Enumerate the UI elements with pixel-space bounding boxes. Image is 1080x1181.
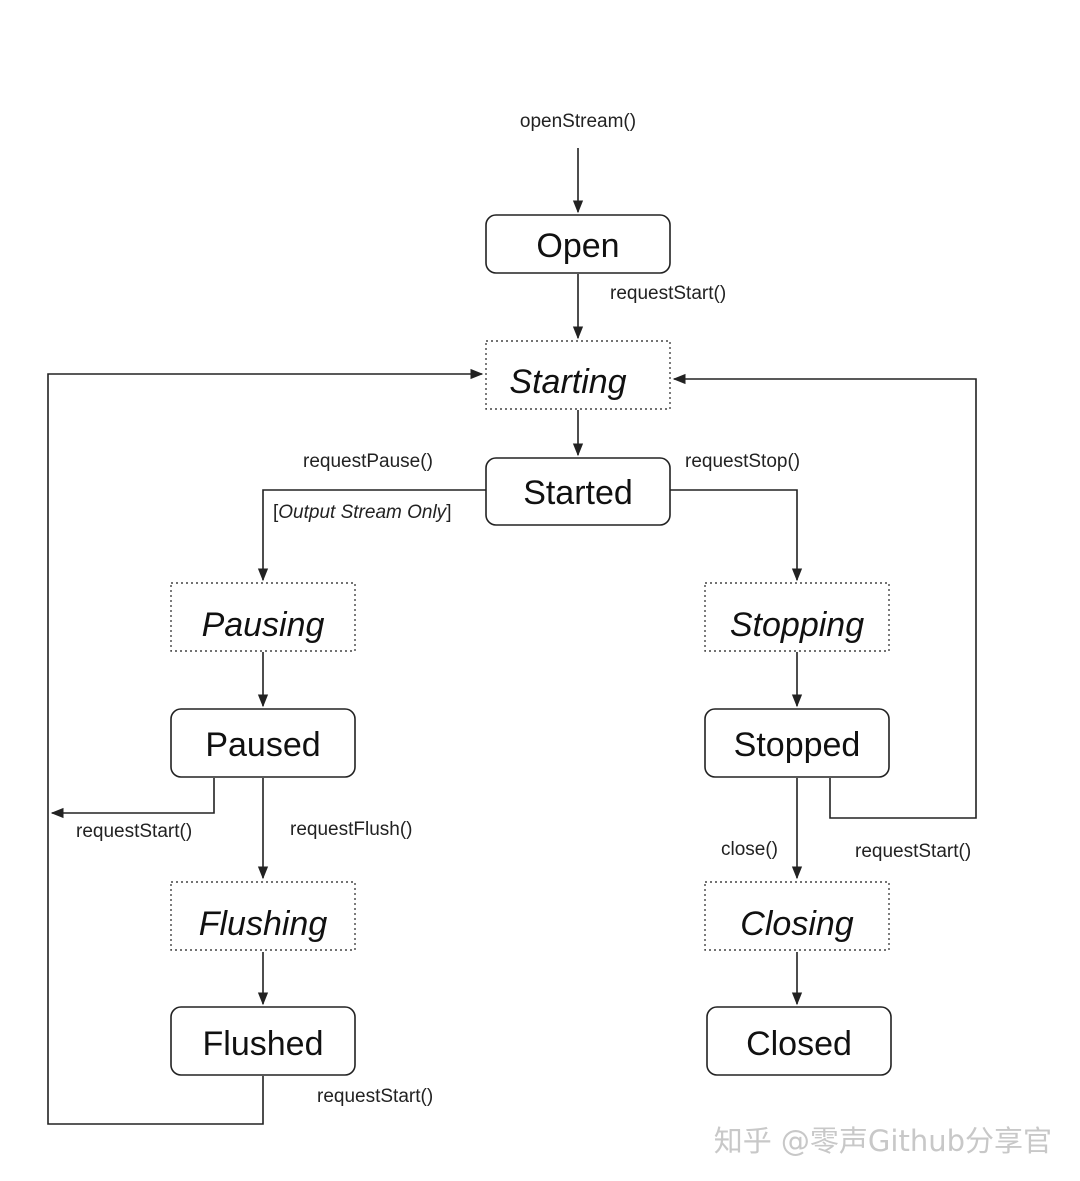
state-pausing-label: Pausing [202,606,325,644]
state-flushed-label: Flushed [203,1025,324,1063]
label-open-to-starting: requestStart() [610,283,726,304]
state-stopped: Stopped [704,708,890,778]
edge-paused-to-starting [50,778,215,819]
state-flushing: Flushing [170,881,356,951]
label-output-stream-only: [Output Stream Only] [273,502,451,523]
label-paused-to-starting: requestStart() [76,821,192,842]
state-started-label: Started [523,474,633,512]
label-paused-to-flushing: requestFlush() [290,819,413,840]
label-started-to-stopping: requestStop() [685,451,800,472]
label-open-stream: openStream() [520,111,636,132]
state-closed: Closed [706,1006,892,1076]
state-flushed: Flushed [170,1006,356,1076]
state-closing-label: Closing [740,905,853,943]
label-output-only-text: Output Stream Only [278,502,447,523]
state-pausing: Pausing [170,582,356,652]
label-flushed-to-starting: requestStart() [317,1086,433,1107]
state-paused: Paused [170,708,356,778]
state-closed-label: Closed [746,1025,852,1063]
state-stopping-label: Stopping [730,606,864,644]
edges [47,148,977,1125]
state-open-label: Open [536,227,619,265]
edge-started-to-stopping [670,489,803,582]
state-stopping: Stopping [704,582,890,652]
state-flushing-label: Flushing [199,905,328,943]
label-started-to-pausing: requestPause() [303,451,433,472]
state-starting: Starting [485,340,671,410]
state-closing: Closing [704,881,890,951]
label-stopped-to-closing: close() [721,839,778,860]
state-started: Started [485,457,671,526]
state-stopped-label: Stopped [734,726,861,764]
state-starting-label: Starting [509,363,626,401]
label-output-only-close: ] [446,502,451,523]
label-output-only-open: [ [273,502,279,523]
state-paused-label: Paused [205,726,320,764]
label-stopped-to-starting: requestStart() [855,841,971,862]
watermark: 知乎 @零声Github分享官 [713,1124,1052,1158]
edge-flushed-to-starting [47,368,484,1125]
state-open: Open [485,214,671,274]
edge-started-to-pausing [257,489,486,582]
edge-stopped-to-starting [672,373,977,819]
transition-labels: openStream() requestStart() requestPause… [76,111,971,1107]
